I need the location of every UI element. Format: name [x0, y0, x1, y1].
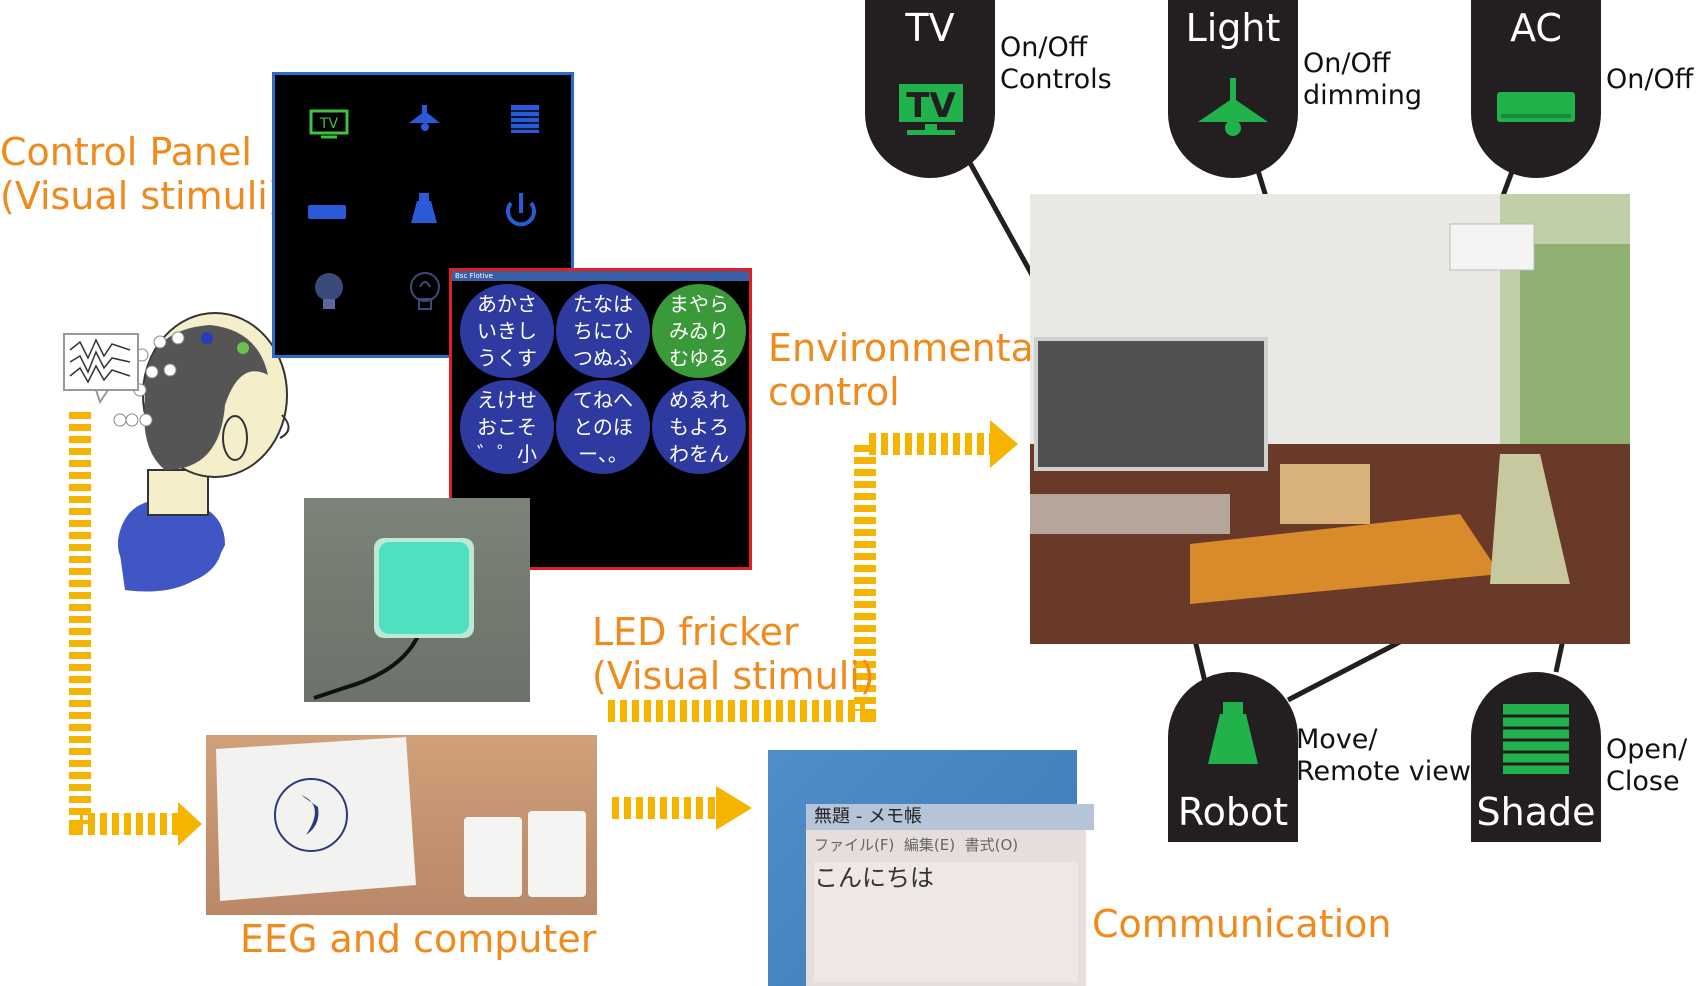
kana-group-ta[interactable]: たなは ちにひ つぬふ: [556, 284, 650, 378]
arrow-tip-memo: [716, 786, 752, 830]
arrow-head-to-eeg: [69, 412, 178, 835]
lamp-icon: [1198, 78, 1268, 136]
ac-bubble-title: AC: [1510, 6, 1562, 50]
ac-bubble[interactable]: AC: [1471, 0, 1601, 178]
notepad-text: こんにちは: [814, 864, 934, 892]
control-panel-label-line1: Control Panel: [0, 130, 252, 174]
kana-group-ta-text: たなは ちにひ つぬふ: [573, 292, 633, 370]
svg-text:TV: TV: [906, 86, 956, 126]
bulb-outline-icon[interactable]: [410, 272, 440, 310]
pointer-robot-a: [1192, 639, 1208, 683]
control-panel-label-line2: (Visual stimuli): [0, 174, 283, 218]
env-control-label-line1: Environmental: [768, 326, 1045, 370]
kana-group-e[interactable]: えけせ おこそ ゛゜小: [460, 380, 554, 474]
robot-bubble[interactable]: Robot: [1168, 672, 1298, 842]
led-label-line1: LED fricker: [592, 610, 799, 654]
ac-desc: On/Off: [1606, 64, 1694, 95]
tv-desc: On/Off Controls: [1000, 32, 1112, 95]
robot-icon[interactable]: [411, 193, 437, 223]
robot-desc: Move/ Remote view: [1296, 724, 1471, 787]
ac-icon[interactable]: [308, 205, 346, 219]
shade-bubble[interactable]: Shade: [1471, 672, 1601, 842]
env-control-label: Environmental control: [768, 326, 1044, 414]
tv-icon: TV: [899, 84, 963, 135]
eeg-computer-photo: [206, 735, 597, 915]
light-bubble-title: Light: [1185, 6, 1281, 50]
kana-group-ma-text: まやら みゐり むゆる: [669, 292, 729, 370]
kana-speller-window: Bsc Flotive あかさ いきし うくす たなは ちにひ つぬふ まやら …: [449, 268, 752, 570]
notepad-textarea[interactable]: こんにちは: [814, 862, 1078, 982]
shade-bubble-title: Shade: [1476, 790, 1596, 834]
room-render: [1030, 194, 1630, 644]
notepad-menubar[interactable]: ファイル(F) 編集(E) 書式(O): [814, 836, 1019, 854]
arrow-tip-env: [990, 420, 1018, 468]
control-panel-screen: TV: [272, 72, 574, 358]
lamp-icon[interactable]: [409, 105, 440, 131]
power-icon[interactable]: [506, 193, 536, 227]
kana-group-me[interactable]: めゑれ もよろ わをん: [652, 380, 746, 474]
shade-icon: [1503, 704, 1569, 774]
arrow-led-to-env: [608, 433, 990, 722]
notepad-window: 無題 - メモ帳 ファイル(F) 編集(E) 書式(O) こんにちは: [806, 804, 1094, 986]
led-label-line2: (Visual stimuli): [592, 654, 875, 698]
robot-bubble-title: Robot: [1177, 790, 1289, 834]
led-label: LED fricker (Visual stimuli): [592, 610, 875, 698]
shade-desc: Open/ Close: [1606, 734, 1688, 797]
light-desc: On/Off dimming: [1303, 48, 1422, 111]
control-panel-label: Control Panel (Visual stimuli): [0, 130, 283, 218]
notepad-photo: 無題 - メモ帳 ファイル(F) 編集(E) 書式(O) こんにちは: [768, 750, 1094, 986]
kana-window-titlebar: Bsc Flotive: [452, 271, 749, 281]
led-photo: [304, 498, 530, 702]
kana-group-me-text: めゑれ もよろ わをん: [669, 388, 729, 466]
env-control-label-line2: control: [768, 370, 900, 414]
kana-group-te-text: てねへ とのほ ー、。: [573, 388, 633, 466]
kana-group-a-text: あかさ いきし うくす: [477, 292, 537, 370]
kana-group-a[interactable]: あかさ いきし うくす: [460, 284, 554, 378]
communication-label: Communication: [1092, 902, 1392, 946]
eeg-label: EEG and computer: [240, 917, 597, 961]
robot-icon: [1208, 702, 1258, 764]
light-bubble[interactable]: Light: [1168, 0, 1298, 178]
tv-bubble-title: TV: [905, 6, 955, 50]
kana-group-ma[interactable]: まやら みゐり むゆる: [652, 284, 746, 378]
bulb-icon[interactable]: [315, 273, 343, 309]
ac-icon: [1497, 92, 1575, 122]
notepad-titlebar: 無題 - メモ帳: [806, 804, 1094, 830]
shade-icon[interactable]: [511, 105, 539, 133]
kana-group-e-text: えけせ おこそ ゛゜小: [477, 388, 537, 466]
svg-text:TV: TV: [319, 116, 339, 132]
arrow-tip-eeg: [178, 802, 202, 846]
tv-bubble[interactable]: TV TV: [865, 0, 995, 178]
tv-icon[interactable]: TV: [309, 109, 349, 139]
kana-group-te[interactable]: てねへ とのほ ー、。: [556, 380, 650, 474]
